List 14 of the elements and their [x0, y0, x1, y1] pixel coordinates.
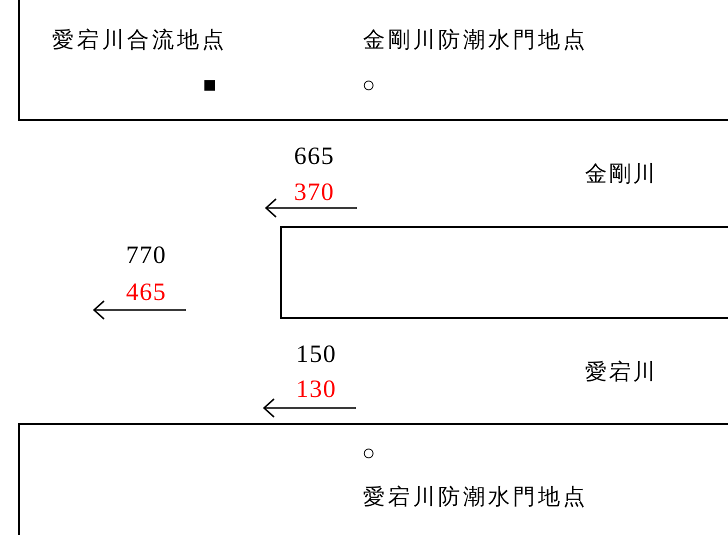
place-name: 愛宕川合流地点 [52, 27, 227, 53]
circle-marker: ○ [362, 72, 376, 98]
river-name: 愛宕川 [585, 359, 657, 385]
circle-marker: ○ [362, 440, 376, 466]
place-name: 愛宕川防潮水門地点 [363, 484, 588, 510]
place-name: 金剛川防潮水門地点 [363, 27, 588, 53]
flow-value: 770 [126, 243, 166, 269]
flow-value: 130 [296, 377, 336, 403]
square-marker: ■ [203, 72, 216, 98]
flow-value: 665 [294, 144, 334, 170]
flow-value: 370 [294, 180, 334, 206]
flow-value: 465 [126, 280, 166, 306]
flow-value: 150 [296, 342, 336, 368]
river-name: 金剛川 [585, 161, 657, 187]
